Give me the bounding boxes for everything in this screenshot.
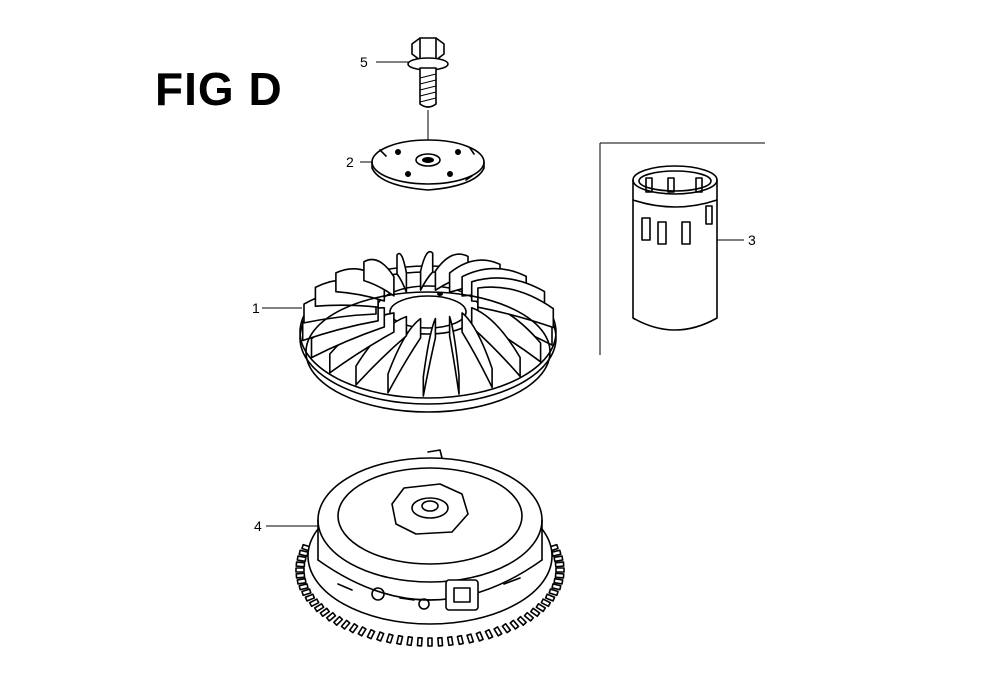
fan-fin [470, 307, 521, 378]
gear-tooth [340, 619, 351, 630]
gear-tooth [553, 555, 564, 563]
gear-tooth [516, 615, 527, 626]
callout-label-3: 3 [748, 232, 756, 248]
gear-tooth [295, 567, 305, 573]
gear-tooth [296, 555, 307, 563]
gear-tooth [554, 561, 565, 568]
gear-tooth [554, 572, 565, 579]
cooling-fan-icon [299, 250, 557, 413]
gear-tooth [529, 607, 541, 618]
gear-tooth [456, 634, 464, 646]
cylindrical-sleeve-icon [599, 142, 765, 355]
callout-5: 5 [360, 54, 410, 70]
callout-1: 1 [252, 300, 302, 316]
callout-label-5: 5 [360, 54, 368, 70]
gear-tooth [544, 593, 556, 602]
gear-tooth [301, 588, 312, 597]
fan-plate-icon [371, 139, 485, 191]
fan-fin [387, 317, 422, 394]
gear-tooth [535, 603, 547, 613]
gear-tooth [304, 593, 316, 602]
gear-tooth [501, 622, 512, 634]
gear-tooth [385, 633, 394, 644]
gear-tooth [295, 572, 306, 579]
gear-tooth [523, 611, 535, 622]
gear-tooth [551, 549, 562, 557]
callout-label-4: 4 [254, 518, 262, 534]
gear-tooth [427, 637, 433, 647]
gear-tooth [376, 631, 385, 642]
gear-tooth [466, 633, 475, 644]
fan-fin [396, 252, 408, 293]
callout-label-1: 1 [252, 300, 260, 316]
flywheel-icon [295, 449, 565, 647]
gear-tooth [416, 636, 423, 647]
gear-tooth [396, 634, 404, 646]
gear-tooth [296, 577, 307, 585]
fan-fin [448, 315, 460, 395]
gear-tooth [406, 636, 414, 647]
gear-tooth [493, 626, 503, 637]
fan-fin [422, 317, 437, 397]
gear-tooth [348, 622, 359, 634]
gear-tooth [325, 611, 337, 622]
gear-tooth [446, 636, 454, 647]
gear-tooth [295, 561, 306, 568]
callout-4: 4 [254, 518, 318, 534]
gear-tooth [553, 577, 564, 585]
gear-tooth [555, 567, 565, 573]
callout-2: 2 [346, 154, 372, 170]
gear-tooth [298, 549, 309, 557]
fan-fin [477, 286, 555, 329]
gear-tooth [366, 628, 376, 640]
gear-tooth [540, 598, 552, 608]
flange-bolt-icon [407, 37, 449, 150]
gear-tooth [484, 628, 494, 640]
figure-title: FIG D [155, 63, 283, 115]
gear-tooth [308, 598, 320, 608]
gear-tooth [333, 615, 344, 626]
callout-3: 3 [717, 232, 756, 248]
gear-tooth [319, 607, 331, 618]
gear-tooth [298, 583, 309, 591]
gear-tooth [475, 631, 484, 642]
gear-tooth [437, 636, 444, 647]
fan-fin [461, 312, 493, 389]
gear-tooth [548, 588, 559, 597]
callout-label-2: 2 [346, 154, 354, 170]
gear-tooth [551, 583, 562, 591]
fan-fin [419, 250, 434, 291]
gear-tooth [357, 626, 367, 637]
gear-tooth [509, 619, 520, 630]
fan-fin [363, 258, 395, 297]
gear-tooth [313, 603, 325, 613]
